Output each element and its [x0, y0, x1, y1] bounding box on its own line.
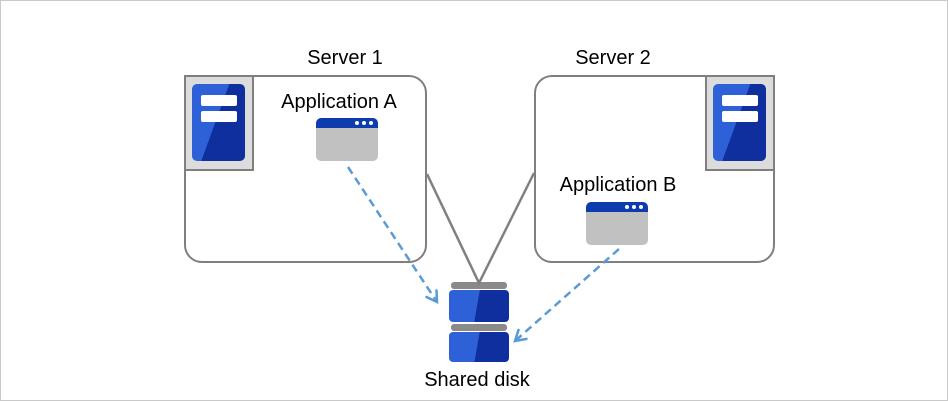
application-b-label: Application B — [559, 174, 677, 196]
tower-slot-icon — [201, 95, 237, 106]
disk-cap-icon — [451, 324, 507, 331]
window-dots-icon — [625, 205, 643, 209]
application-a-label: Application A — [281, 91, 397, 113]
tower-slot-icon — [201, 111, 237, 122]
app-window-body — [586, 212, 648, 245]
disk-platter-icon — [449, 332, 509, 362]
server1-tower-frame — [184, 75, 254, 171]
app-window-icon — [586, 202, 648, 245]
disk-platter-icon — [449, 290, 509, 322]
disk-cap-icon — [451, 282, 507, 289]
server-tower-icon — [713, 84, 766, 161]
tower-slot-icon — [722, 111, 758, 122]
window-dots-icon — [355, 121, 373, 125]
server-tower-icon — [192, 84, 245, 161]
server2-label: Server 2 — [575, 47, 651, 69]
app-window-icon — [316, 118, 378, 161]
app-window-titlebar — [586, 202, 648, 212]
shared-disk-label: Shared disk — [424, 369, 530, 391]
server2-tower-frame — [705, 75, 775, 171]
tower-slot-icon — [722, 95, 758, 106]
app-window-body — [316, 128, 378, 161]
app-window-titlebar — [316, 118, 378, 128]
server-to-disk-connector — [425, 172, 536, 286]
server1-label: Server 1 — [307, 47, 383, 69]
